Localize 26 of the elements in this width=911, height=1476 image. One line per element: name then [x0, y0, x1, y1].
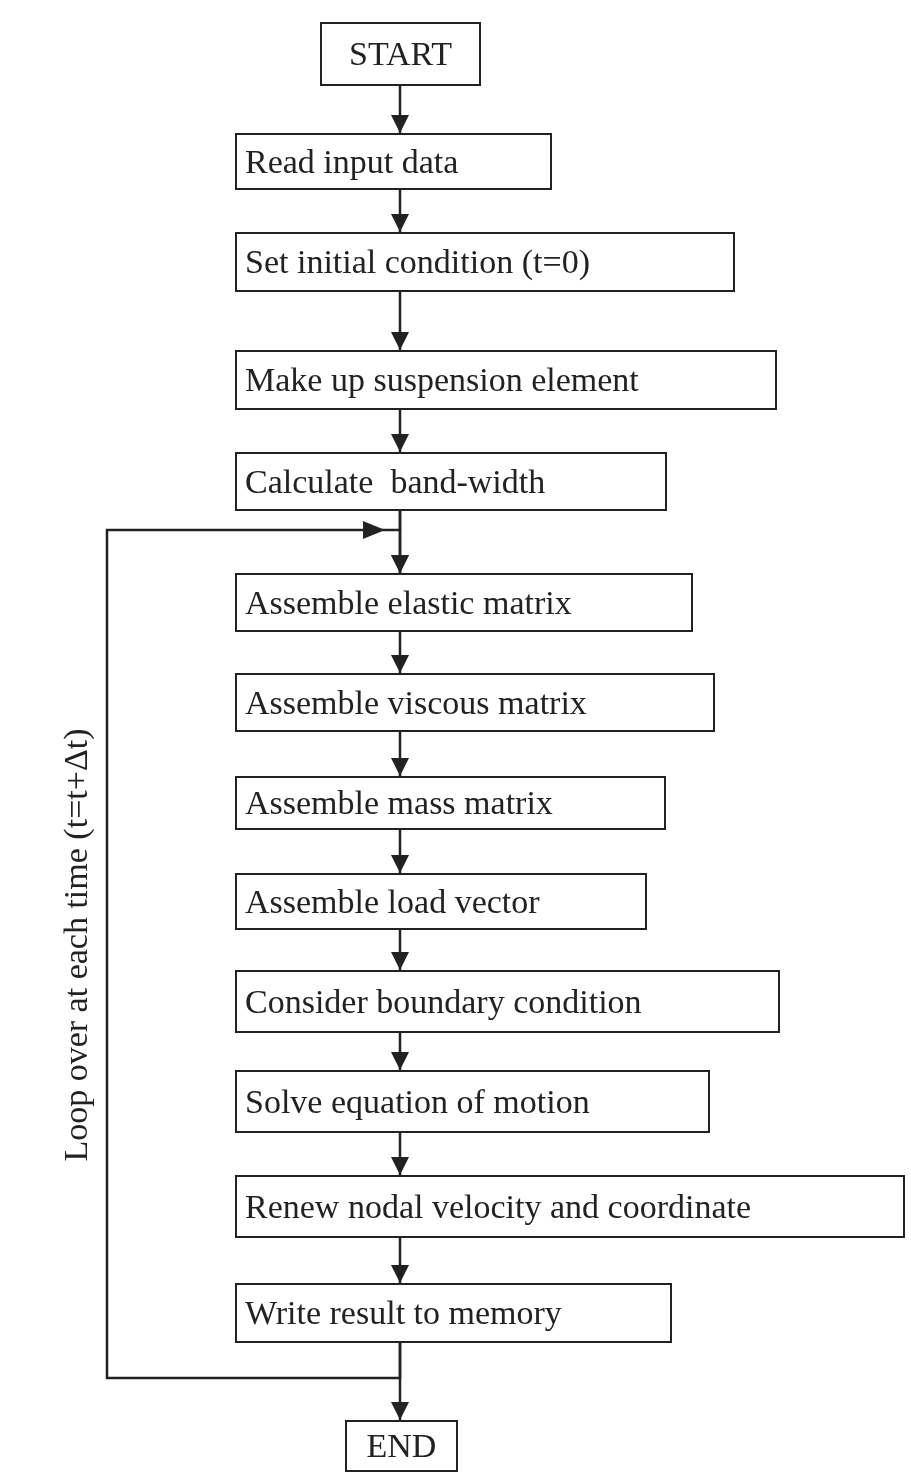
arrow: [391, 1238, 409, 1283]
process-box: Assemble load vector: [235, 873, 647, 930]
arrow: [391, 1033, 409, 1070]
process-box: Assemble viscous matrix: [235, 673, 715, 732]
process-box: Assemble elastic matrix: [235, 573, 693, 632]
arrow: [391, 190, 409, 232]
arrow: [391, 86, 409, 133]
arrow: [391, 632, 409, 673]
process-box: Consider boundary condition: [235, 970, 780, 1033]
process-box: Calculate band-width: [235, 452, 667, 511]
arrow: [391, 930, 409, 970]
arrow: [391, 410, 409, 452]
arrow: [391, 292, 409, 350]
arrow: [391, 830, 409, 873]
process-box: Assemble mass matrix: [235, 776, 666, 830]
arrow: [391, 1133, 409, 1175]
arrow: [391, 732, 409, 776]
process-box: Write result to memory: [235, 1283, 672, 1343]
process-box: Read input data: [235, 133, 552, 190]
process-box: END: [345, 1420, 458, 1472]
process-box: Solve equation of motion: [235, 1070, 710, 1133]
process-box: Set initial condition (t=0): [235, 232, 735, 292]
process-box: START: [320, 22, 481, 86]
edge-label: Loop over at each time (t=t+Δt): [56, 728, 95, 1162]
process-box: Make up suspension element: [235, 350, 777, 410]
process-box: Renew nodal velocity and coordinate: [235, 1175, 905, 1238]
